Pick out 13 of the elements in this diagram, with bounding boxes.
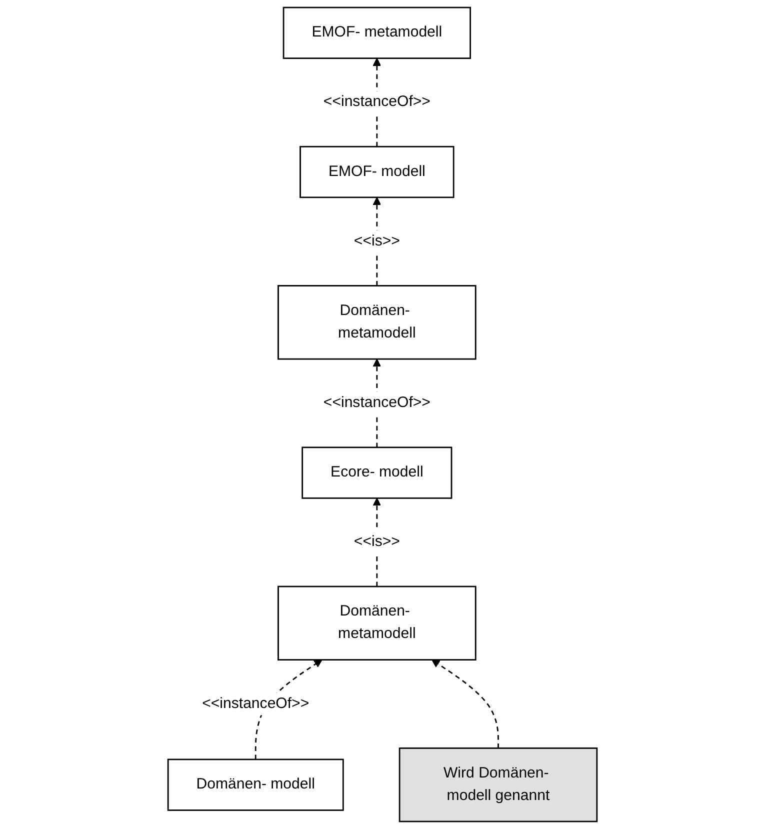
arrow	[432, 659, 499, 748]
edge-label: <<instanceOf>>	[323, 94, 430, 110]
edge-label: <<instanceOf>>	[202, 696, 310, 712]
edge-label: <<is>>	[354, 233, 400, 250]
node-box: EMOF- modell	[300, 146, 454, 198]
node-box: Domänen- metamodell	[278, 586, 476, 661]
node-box: EMOF- metamodell	[282, 6, 472, 59]
node-box: Domänen- modell	[167, 758, 344, 811]
node-box: Domänen- metamodell	[278, 285, 476, 360]
node-box: Wird Domänen- modell genannt	[398, 747, 598, 822]
edge-label: <<instanceOf>>	[323, 394, 430, 411]
node-box: Ecore- modell	[302, 446, 452, 499]
edge-label: <<is>>	[354, 534, 400, 550]
